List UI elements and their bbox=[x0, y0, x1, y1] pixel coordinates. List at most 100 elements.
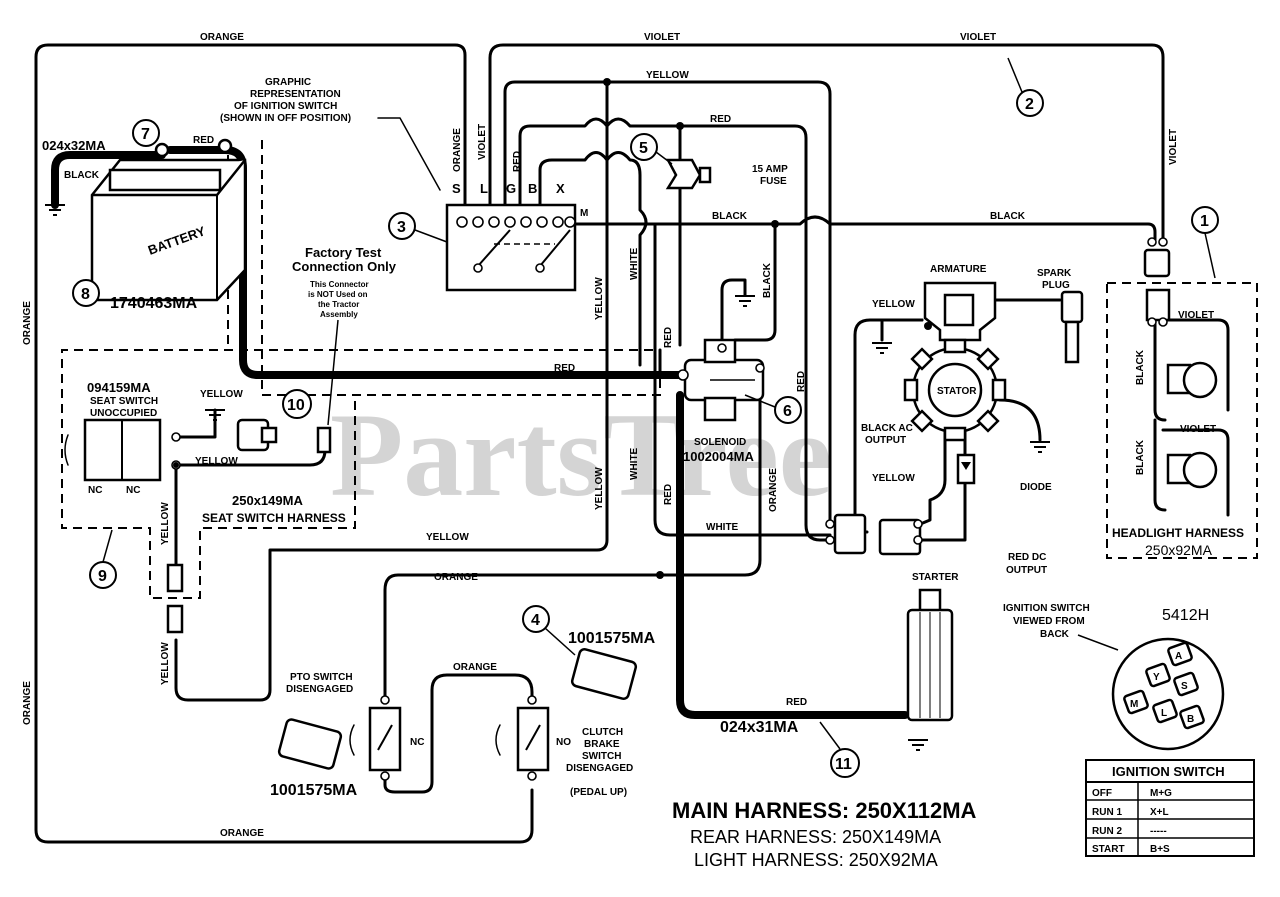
ign-table-title: IGNITION SWITCH bbox=[1112, 764, 1225, 779]
svg-text:7: 7 bbox=[141, 126, 150, 143]
wl-white-v2: WHITE bbox=[629, 447, 640, 480]
svg-text:3: 3 bbox=[397, 219, 406, 236]
fuse-label-1: 15 AMP bbox=[752, 164, 788, 175]
orange-pto-clutch-wire bbox=[383, 673, 534, 794]
factory-note-4: Assembly bbox=[320, 310, 358, 319]
ign-row-off-conn: M+G bbox=[1150, 788, 1172, 799]
orange-solenoid-wire bbox=[383, 373, 762, 702]
wl-black-mid1: BLACK bbox=[712, 211, 748, 222]
pto-arc bbox=[349, 724, 355, 756]
clutch-no: NO bbox=[556, 737, 571, 748]
black-ac-wire bbox=[916, 428, 947, 527]
factory-note-1: This Connector bbox=[310, 280, 369, 289]
callout-3: 3 bbox=[388, 212, 416, 240]
svg-text:1: 1 bbox=[1200, 213, 1209, 230]
clutch-label-1: CLUTCH bbox=[582, 727, 623, 738]
solenoid-symbol bbox=[677, 338, 765, 422]
wl-orange-clutch: ORANGE bbox=[453, 662, 497, 673]
battery-part: 1740463MA bbox=[110, 295, 198, 312]
factory-note-3: the Tractor bbox=[318, 300, 359, 309]
ign-back-3: BACK bbox=[1040, 629, 1070, 640]
black-ac-2: OUTPUT bbox=[865, 435, 906, 446]
seat-nc-1: NC bbox=[88, 485, 102, 496]
yellow-vertical-wire bbox=[174, 80, 609, 702]
factory-leader bbox=[327, 319, 339, 426]
wl-orange-v: ORANGE bbox=[768, 468, 779, 512]
armature-label: ARMATURE bbox=[930, 264, 987, 275]
red-fuse-wire bbox=[518, 117, 832, 542]
ign-term-b: B bbox=[528, 181, 537, 196]
red-dc-2: OUTPUT bbox=[1006, 565, 1047, 576]
svg-text:4: 4 bbox=[531, 612, 540, 629]
yellow-seat-label: YELLOW bbox=[200, 389, 243, 400]
clutch-label-4: DISENGAGED bbox=[566, 763, 633, 774]
fuse-symbol bbox=[665, 158, 712, 190]
wl-yellow-top: YELLOW bbox=[646, 70, 689, 81]
ign-back-a: A bbox=[1175, 651, 1182, 662]
ign-term-m: M bbox=[580, 208, 588, 219]
wl-yellow-long: YELLOW bbox=[426, 532, 469, 543]
ign-row-run1-conn: X+L bbox=[1150, 807, 1169, 818]
diode-symbol bbox=[956, 453, 976, 485]
yellow-top-wire bbox=[503, 80, 832, 522]
factory-test-connector bbox=[316, 426, 332, 454]
callout-1: 1 bbox=[1191, 206, 1219, 234]
wl-orange-left1: ORANGE bbox=[22, 301, 33, 345]
ignition-terminals bbox=[456, 216, 576, 273]
svg-text:8: 8 bbox=[81, 286, 90, 303]
seat-switch-label-1: SEAT SWITCH bbox=[90, 396, 158, 407]
clutch-label-5: (PEDAL UP) bbox=[570, 787, 627, 798]
stator-ground-wire bbox=[998, 398, 1042, 442]
headlight-bulb-icon bbox=[1166, 361, 1218, 489]
watermark: PartsTree bbox=[330, 388, 832, 521]
headlight-harness-label: HEADLIGHT HARNESS bbox=[1112, 526, 1244, 540]
wl-orange-bottom: ORANGE bbox=[220, 828, 264, 839]
stator-label: STATOR bbox=[937, 386, 977, 397]
wl-white-v1: WHITE bbox=[629, 247, 640, 280]
headlight-connector bbox=[1143, 237, 1171, 327]
headlight-part: 250x92MA bbox=[1145, 542, 1213, 558]
callout-6: 6 bbox=[774, 396, 802, 424]
ign-term-x: X bbox=[556, 181, 565, 196]
svg-text:2: 2 bbox=[1025, 96, 1034, 113]
solenoid-ground-wire bbox=[720, 278, 747, 347]
callout-5: 5 bbox=[630, 133, 658, 161]
ign-term-g: G bbox=[506, 181, 516, 196]
rear-harness-boundary bbox=[61, 140, 661, 599]
wl-violet-right: VIOLET bbox=[1168, 129, 1179, 165]
wl-orange-s: ORANGE bbox=[452, 128, 463, 172]
wl-violet-top2: VIOLET bbox=[960, 32, 996, 43]
ign-back-s: S bbox=[1181, 681, 1188, 692]
white-wire-1 bbox=[653, 223, 832, 537]
ign-row-start-conn: B+S bbox=[1150, 844, 1170, 855]
ignition-switch-table bbox=[1085, 759, 1255, 857]
wl-red-fuse: RED bbox=[710, 114, 731, 125]
black-battery-cable bbox=[51, 151, 166, 209]
pto-switch-2: DISENGAGED bbox=[286, 684, 353, 695]
wl-red-starter: RED bbox=[786, 697, 807, 708]
wl-orange-pto: ORANGE bbox=[434, 572, 478, 583]
svg-text:9: 9 bbox=[98, 568, 107, 585]
yellow-stator-wire bbox=[880, 318, 924, 342]
ign-back-2: VIEWED FROM bbox=[1013, 616, 1085, 627]
solenoid-label: SOLENOID bbox=[694, 437, 746, 448]
rear-harness-title: REAR HARNESS: 250X149MA bbox=[690, 827, 941, 847]
pto-nc: NC bbox=[410, 737, 424, 748]
stator-symbol bbox=[903, 338, 1007, 442]
ign-back-b: B bbox=[1187, 714, 1194, 725]
clutch-label-2: BRAKE bbox=[584, 739, 620, 750]
wl-black-head1: BLACK bbox=[1135, 349, 1146, 385]
wl-orange-left2: ORANGE bbox=[22, 681, 33, 725]
ign-back-m: M bbox=[1130, 699, 1138, 710]
callout-4: 4 bbox=[522, 605, 550, 633]
seat-switch-arc bbox=[64, 434, 69, 466]
ign-back-1: IGNITION SWITCH bbox=[1003, 603, 1090, 614]
headlight-harness-boundary bbox=[1106, 282, 1258, 559]
pto-switch-component bbox=[277, 718, 343, 770]
factory-note-2: is NOT Used on bbox=[308, 290, 368, 299]
starter-label: STARTER bbox=[912, 572, 959, 583]
main-harness-title: MAIN HARNESS: 250X112MA bbox=[672, 798, 977, 823]
light-harness-title: LIGHT HARNESS: 250X92MA bbox=[694, 850, 938, 870]
wl-yellow-arm: YELLOW bbox=[872, 299, 915, 310]
black-batt-label: BLACK bbox=[64, 170, 100, 181]
